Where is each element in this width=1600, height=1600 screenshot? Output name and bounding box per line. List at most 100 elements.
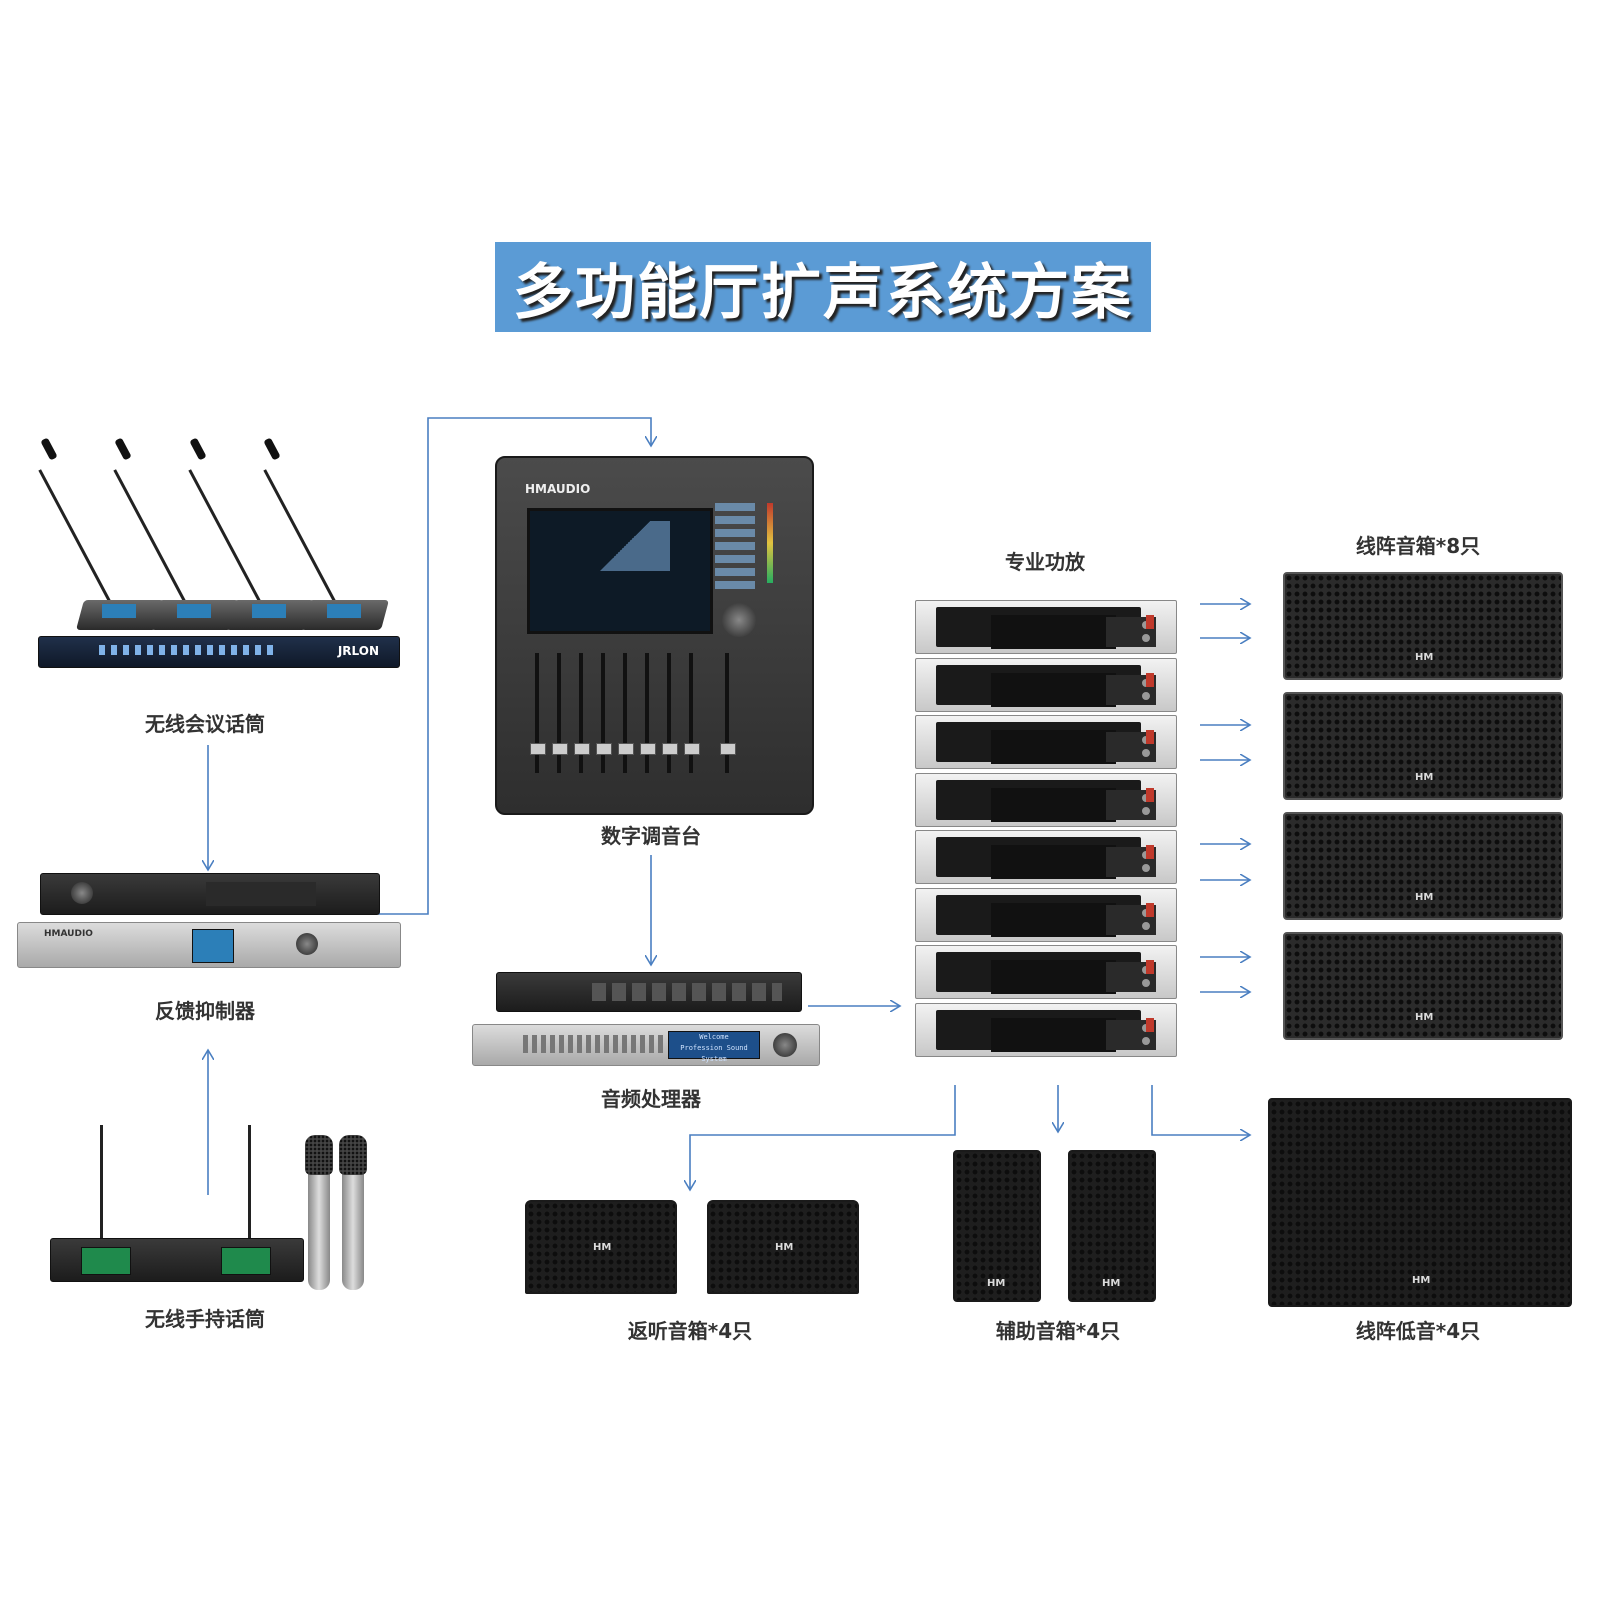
fader-cap [530, 743, 546, 755]
fader [557, 653, 561, 773]
label-monitor-speaker: 返听音箱*4只 [627, 1319, 753, 1343]
speaker-logo: HM [775, 1242, 794, 1253]
level-meter [767, 503, 773, 583]
antenna-icon [100, 1125, 103, 1240]
feedback-suppressor-unit: HMAUDIO [17, 922, 401, 968]
power-amplifier [915, 715, 1177, 769]
processor-display-line1: Welcome [699, 1033, 729, 1041]
label-line-array: 线阵音箱*8只 [1355, 534, 1481, 558]
antenna-icon [248, 1125, 251, 1240]
speaker-logo: HM [1415, 772, 1434, 783]
power-amplifier [915, 830, 1177, 884]
processor-knob-icon [773, 1033, 797, 1057]
conference-receiver: JRLON [38, 636, 400, 668]
audio-processor: Welcome Profession Sound System [472, 1024, 820, 1066]
power-switch-icon [1146, 1017, 1154, 1032]
label-power-amplifier: 专业功放 [1005, 550, 1085, 574]
control-knob-icon [296, 933, 318, 955]
fader-cap [574, 743, 590, 755]
speaker-logo: HM [1412, 1275, 1431, 1286]
digital-mixer: HMAUDIO [495, 456, 814, 815]
title-banner: 多功能厅扩声系统方案 [495, 242, 1151, 332]
speaker-logo: HM [1415, 652, 1434, 663]
power-button-icon [71, 882, 93, 904]
power-switch-icon [1146, 787, 1154, 802]
mic-display [327, 604, 361, 618]
feedback-brand: HMAUDIO [44, 929, 93, 939]
line-array-speaker: HM [1283, 932, 1563, 1040]
page-title: 多功能厅扩声系统方案 [513, 257, 1133, 328]
input-jacks [206, 882, 316, 906]
aux-speaker: HM [1068, 1150, 1156, 1302]
handheld-receiver [50, 1238, 304, 1282]
label-feedback-suppressor: 反馈抑制器 [155, 999, 255, 1023]
feedback-suppressor-unit-top [40, 873, 380, 915]
label-audio-processor: 音频处理器 [601, 1087, 701, 1111]
fader [645, 653, 649, 773]
fader-cap [662, 743, 678, 755]
speaker-logo: HM [1415, 892, 1434, 903]
arrow-amp-to-sub [1151, 1085, 1250, 1135]
fader [579, 653, 583, 773]
power-switch-icon [1146, 615, 1154, 629]
fader [667, 653, 671, 773]
power-amplifier [915, 772, 1177, 827]
line-array-speaker: HM [1283, 812, 1563, 920]
fader-cap [640, 743, 656, 755]
line-array-speaker: HM [1283, 572, 1563, 680]
eq-curve [580, 521, 670, 571]
label-aux-speaker: 辅助音箱*4只 [995, 1319, 1121, 1343]
power-amplifier [915, 1002, 1177, 1057]
label-handheld-mic: 无线手持话筒 [145, 1307, 265, 1331]
fader [601, 653, 605, 773]
handheld-mic-icon [339, 1135, 367, 1290]
processor-display: Welcome Profession Sound System [668, 1031, 760, 1063]
power-amplifier [915, 887, 1177, 942]
aux-speaker: HM [953, 1150, 1041, 1302]
arrow-amp-to-monitors [690, 1085, 956, 1190]
monitor-speaker: HM [525, 1200, 677, 1294]
power-amplifier [915, 657, 1177, 712]
processor-buttons [523, 1035, 663, 1053]
processor-display-line2: Profession Sound System [680, 1044, 748, 1063]
power-switch-icon [1146, 730, 1154, 744]
power-amplifier [915, 600, 1177, 654]
fader [535, 653, 539, 773]
receiver-display-a [81, 1247, 131, 1275]
mixer-touchscreen [527, 508, 713, 634]
mic-display [102, 604, 136, 618]
fader-cap [720, 743, 736, 755]
fader-cap [552, 743, 568, 755]
label-line-array-sub: 线阵低音*4只 [1355, 1319, 1481, 1343]
label-conference-mic: 无线会议话筒 [145, 712, 265, 736]
fader-cap [618, 743, 634, 755]
power-switch-icon [1146, 672, 1154, 687]
mixer-buttons [715, 503, 755, 593]
receiver-brand: JRLON [337, 644, 379, 658]
fader-cap [596, 743, 612, 755]
mixer-encoder-icon [722, 603, 756, 637]
arrow-feedback-to-mixer [378, 417, 651, 915]
feedback-display [192, 929, 234, 963]
fader-cap [684, 743, 700, 755]
xlr-connectors [592, 983, 782, 1001]
processor-unit-top [496, 972, 802, 1012]
master-fader [725, 653, 729, 773]
mic-display [252, 604, 286, 618]
speaker-logo: HM [593, 1242, 612, 1253]
label-digital-mixer: 数字调音台 [601, 824, 701, 848]
monitor-speaker: HM [707, 1200, 859, 1294]
handheld-mic-icon [305, 1135, 333, 1290]
speaker-logo: HM [1415, 1012, 1434, 1023]
line-array-speaker: HM [1283, 692, 1563, 800]
fader [623, 653, 627, 773]
power-switch-icon [1146, 845, 1154, 859]
power-switch-icon [1146, 902, 1154, 917]
line-array-subwoofer: HM [1268, 1098, 1572, 1307]
fader [689, 653, 693, 773]
receiver-indicators [99, 645, 279, 655]
mixer-brand: HMAUDIO [525, 482, 591, 496]
speaker-logo: HM [987, 1278, 1006, 1289]
power-amplifier [915, 945, 1177, 999]
